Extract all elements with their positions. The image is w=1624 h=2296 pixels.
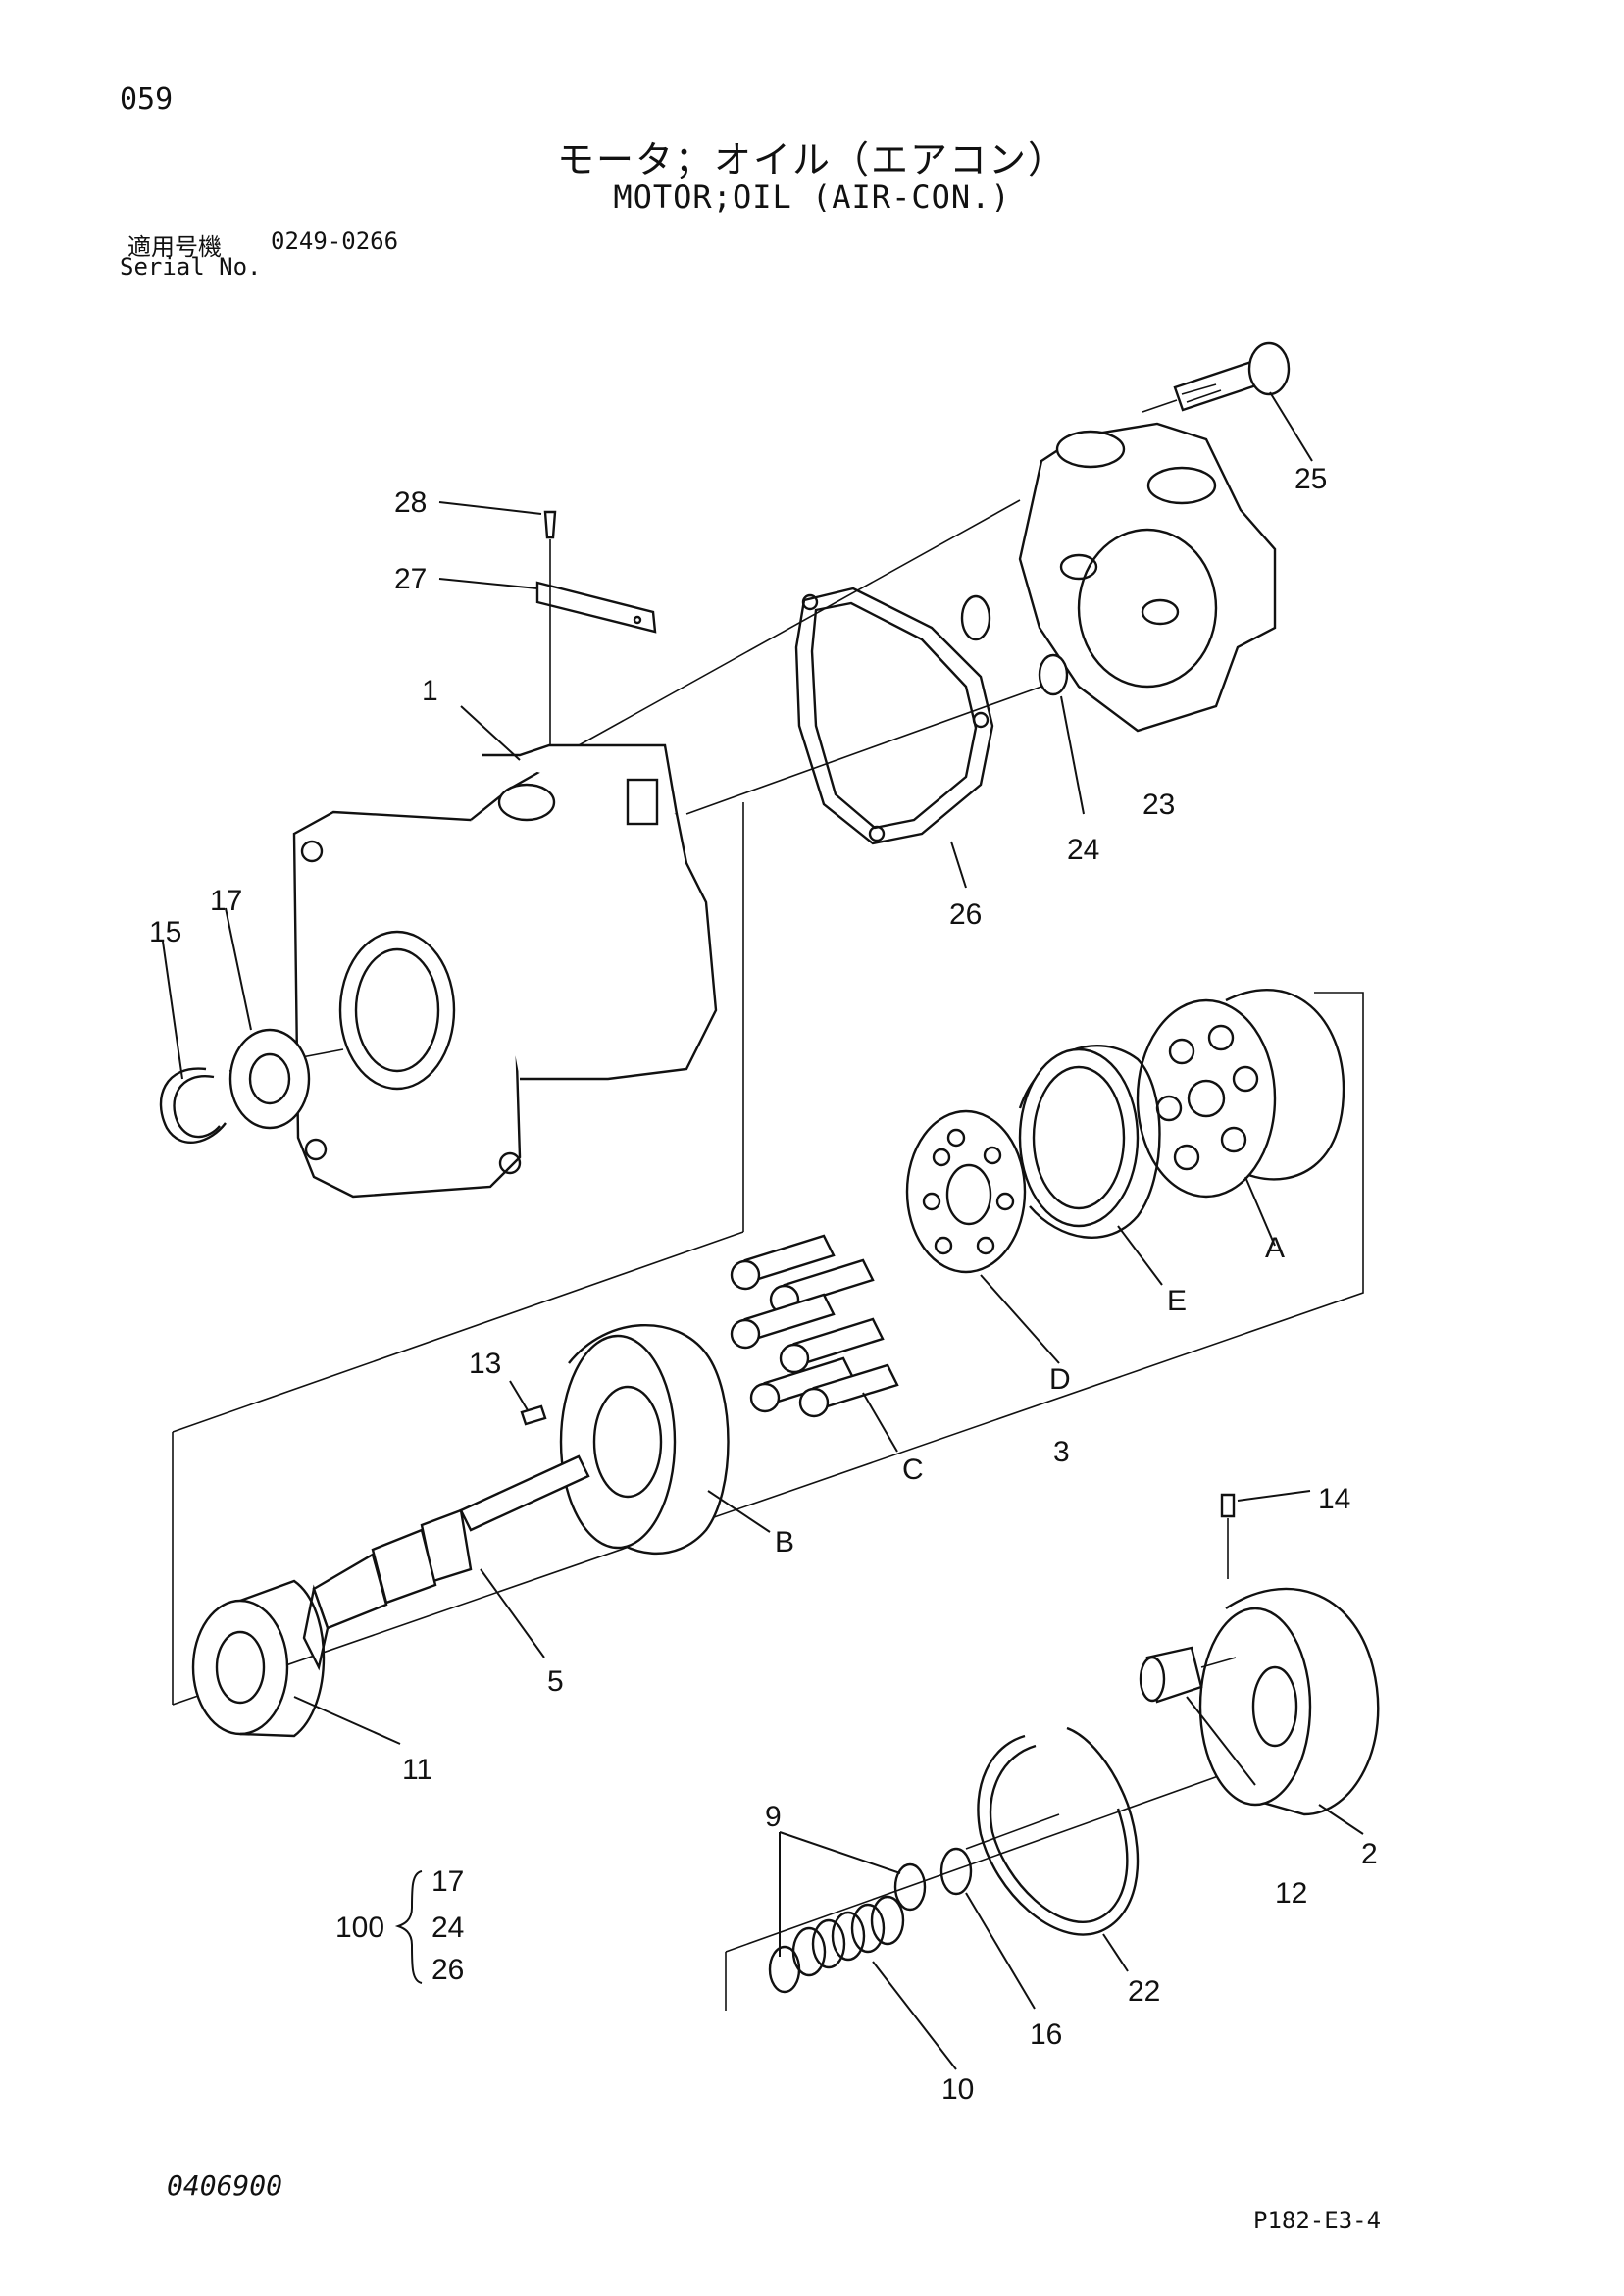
callout-26: 26 [949, 898, 982, 931]
callout-A: A [1265, 1232, 1285, 1264]
ring-16 [939, 1847, 1036, 2010]
cylinder-block-A [1136, 989, 1345, 1247]
callout-17: 17 [210, 885, 242, 917]
sheet-code: P182-E3-4 [1253, 2207, 1382, 2234]
callout-10: 10 [941, 2073, 974, 2106]
o-rings-24 [960, 594, 1085, 815]
bearing-11 [191, 1579, 401, 1745]
ring-E [1018, 1045, 1163, 1286]
screw-28 [438, 501, 557, 755]
serial-label-japanese: 適用号機 [127, 233, 222, 261]
callout-25: 25 [1294, 463, 1327, 495]
kit-100-group: 100 17 24 26 [335, 1865, 464, 1986]
callout-24: 24 [1067, 834, 1099, 866]
callout-D: D [1049, 1363, 1071, 1396]
kit-number: 100 [335, 1912, 384, 1944]
callout-E: E [1167, 1285, 1187, 1317]
kit-item-17: 17 [431, 1865, 464, 1898]
shaft-5 [302, 1454, 590, 1671]
callout-14: 14 [1318, 1483, 1350, 1515]
spring-10 [791, 1895, 957, 2070]
callout-22: 22 [1128, 1975, 1160, 2008]
callout-9: 9 [765, 1801, 782, 1833]
kit-item-26: 26 [431, 1954, 464, 1986]
swash-plate-B [559, 1324, 771, 1555]
end-cover-2 [1198, 1587, 1380, 1835]
plate-27 [438, 578, 657, 634]
callout-23: 23 [1142, 789, 1175, 821]
drawing-number: 0406900 [167, 2169, 283, 2202]
callout-13: 13 [469, 1348, 501, 1380]
callout-28: 28 [394, 486, 427, 519]
snap-ring-15 [159, 941, 227, 1144]
page-title-english: MOTOR;OIL (AIR-CON.) [613, 179, 1011, 216]
pin-14 [1220, 1490, 1311, 1579]
callout-2: 2 [1361, 1838, 1378, 1870]
bolt-25 [1142, 341, 1313, 462]
callout-27: 27 [394, 563, 427, 595]
callout-1: 1 [422, 675, 438, 707]
housing-1 [228, 705, 718, 1199]
callout-15: 15 [149, 916, 181, 948]
serial-label-english: Serial No. [120, 253, 262, 281]
needle-bearing-12 [1139, 1646, 1256, 1786]
callout-16: 16 [1030, 2018, 1062, 2051]
pin-13 [509, 1380, 547, 1426]
gasket-26 [794, 587, 994, 889]
snap-ring-22 [965, 1726, 1140, 1972]
oil-seal-17 [225, 907, 311, 1130]
kit-item-24: 24 [431, 1912, 464, 1944]
cover-23 [1018, 422, 1277, 733]
callout-C: C [902, 1454, 924, 1486]
page-number: 059 [120, 82, 174, 117]
page-title-japanese: モータ；オイル（エアコン） [556, 138, 1067, 181]
washers-9 [768, 1831, 927, 1994]
callout-3: 3 [1053, 1436, 1070, 1468]
retainer-plate-D [905, 1109, 1060, 1364]
callout-12: 12 [1275, 1877, 1307, 1910]
callout-11: 11 [402, 1754, 432, 1786]
assembly-guide-lines [172, 802, 1364, 2011]
callout-5: 5 [547, 1665, 564, 1698]
pistons-C [730, 1234, 899, 1453]
callout-B: B [775, 1526, 794, 1558]
serial-number-range: 0249-0266 [271, 228, 399, 255]
